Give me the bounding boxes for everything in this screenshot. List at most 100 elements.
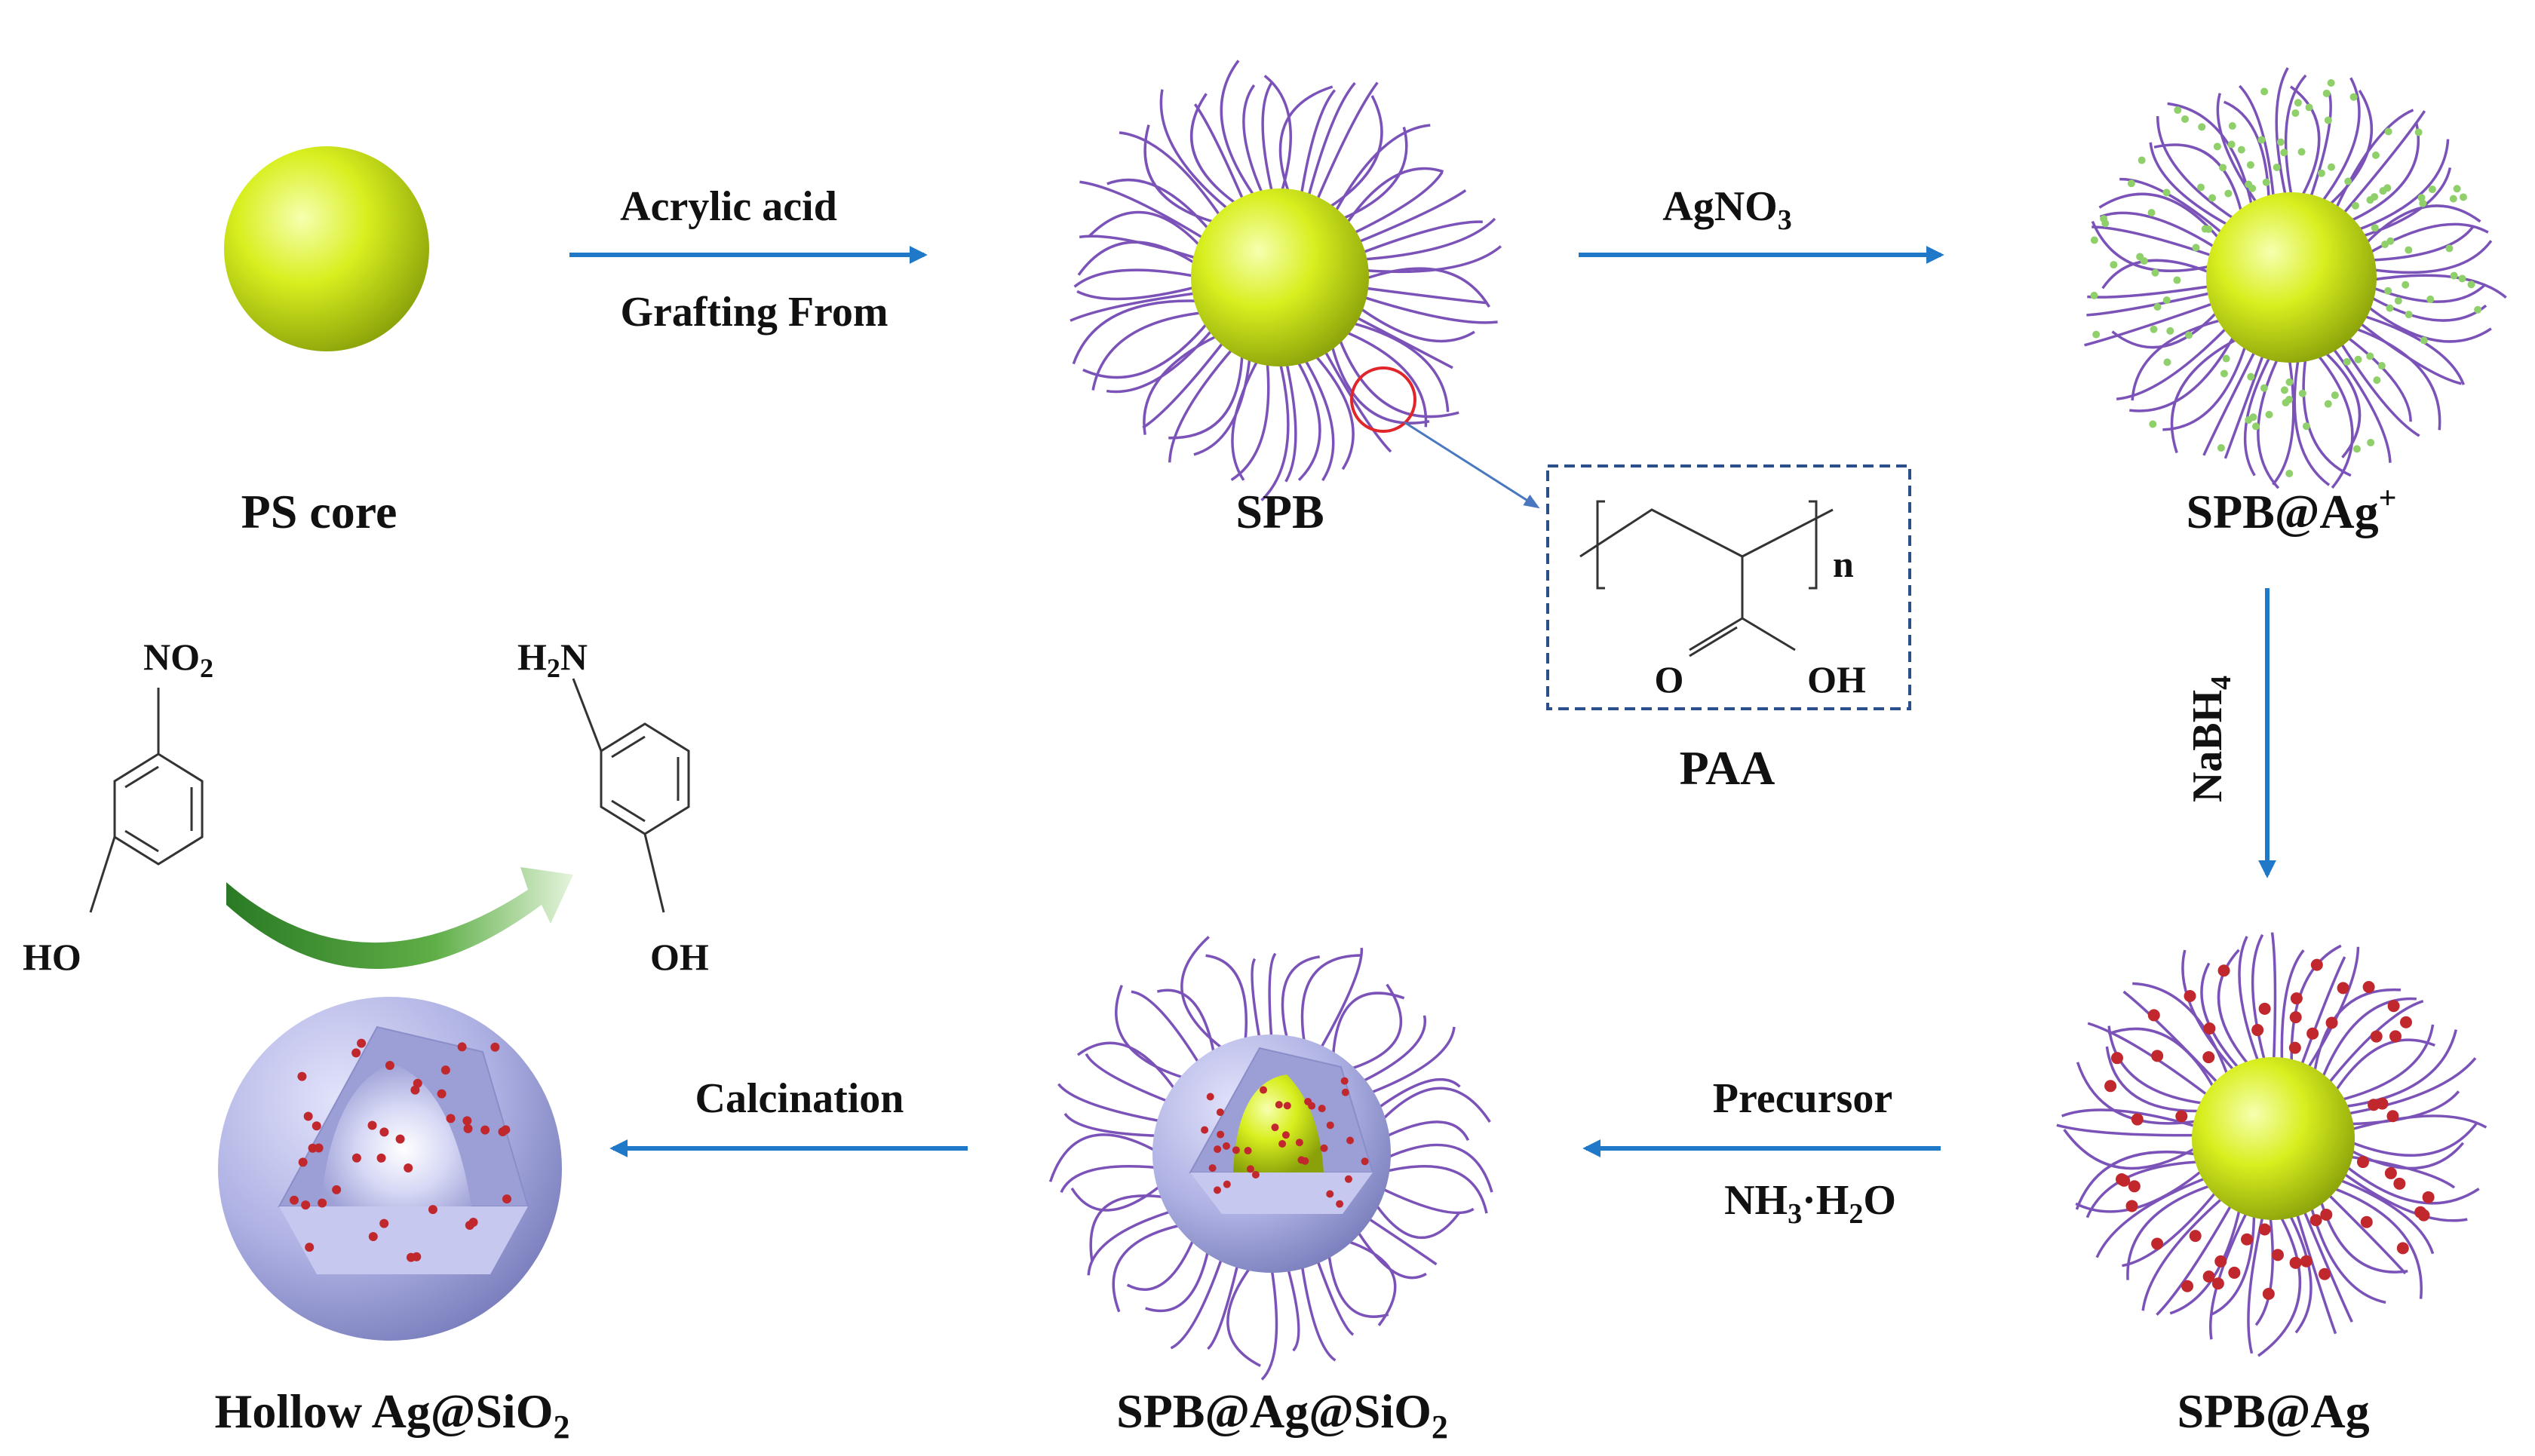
brush-chain [2370, 240, 2493, 274]
particle-dot [2189, 1230, 2202, 1243]
brush-chain [1343, 1239, 1397, 1326]
ag-nanoparticle [318, 1198, 327, 1208]
particle-dot [2163, 358, 2171, 366]
brush-chain [2365, 303, 2492, 343]
ag-nanoparticle [1341, 1088, 1349, 1096]
ag-ion-dots [2090, 79, 2482, 477]
ps-core-sphere [224, 146, 429, 351]
brush-chain [2202, 348, 2257, 456]
particle-dot [2192, 244, 2200, 252]
brush-chain [1261, 82, 1275, 195]
particle-dot [2127, 179, 2135, 188]
paa-hydroxyl: OH [1807, 658, 1866, 700]
brush-chain [1339, 127, 1408, 222]
spb-core-sphere [1191, 189, 1369, 366]
particle-dot [2100, 215, 2108, 223]
brush-chain [1300, 954, 1361, 1046]
ag-nanoparticle [1214, 1145, 1222, 1154]
ag-nanoparticle [1244, 1147, 1252, 1155]
ag-nanoparticle [1281, 1131, 1290, 1139]
particle-dot [2249, 413, 2257, 421]
ag-nanoparticle [1346, 1136, 1355, 1145]
brush-chain [2156, 116, 2238, 222]
aminophenol-hydroxyl-label: OH [650, 936, 709, 978]
step4-top-label: Precursor [1713, 1075, 1892, 1122]
polymer-brush-spb [1070, 60, 1502, 501]
brush-chain [2347, 1090, 2460, 1126]
ag-nanoparticle [1318, 1105, 1326, 1113]
brush-chain [2289, 85, 2321, 200]
brush-chain [1295, 357, 1321, 481]
particle-dot [2370, 1030, 2383, 1043]
particle-dot [2405, 311, 2413, 319]
brush-chain [2247, 1212, 2265, 1354]
particle-dot [2290, 992, 2303, 1005]
brush-chain [2326, 89, 2374, 208]
nitro-group-label: NO2 [143, 636, 213, 683]
brush-chain [1379, 1186, 1475, 1215]
brush-chain [2301, 1207, 2353, 1323]
brush-chain [1330, 342, 1430, 425]
particle-dot [2414, 128, 2423, 136]
catalysis-curved-arrow [226, 867, 573, 969]
step4-bottom-c: O [1863, 1177, 1896, 1224]
particle-dot [2202, 1271, 2215, 1283]
particle-dot [2251, 1024, 2264, 1037]
spb-label: SPB [1235, 485, 1324, 538]
brush-chain [2257, 354, 2281, 489]
step2-label: AgNO3 [1662, 183, 1791, 236]
ps-core-label: PS core [241, 485, 397, 538]
ag-nanoparticle [1304, 1097, 1312, 1105]
brush-chain [1268, 952, 1277, 1041]
particle-dot [2174, 106, 2182, 115]
step1-bottom-label: Grafting From [620, 289, 888, 336]
brush-chain [2156, 1201, 2234, 1317]
brush-chain [1126, 1236, 1196, 1291]
particle-dot [2386, 1110, 2399, 1123]
ag-nanoparticle [1213, 1186, 1221, 1194]
ag-nanoparticles-hollow [290, 1038, 511, 1262]
particle-dot [2260, 384, 2268, 392]
particle-dot [2273, 163, 2281, 171]
brush-chain [2352, 326, 2441, 431]
brush-chain [2216, 93, 2260, 207]
brush-chain [1302, 356, 1335, 482]
brush-chain [2095, 1176, 2209, 1258]
brush-chain [2340, 1170, 2468, 1222]
brush-chain [1357, 305, 1475, 343]
particle-dot [2214, 1255, 2227, 1267]
brush-chain [1362, 267, 1491, 308]
brush-chain [2344, 1057, 2477, 1116]
particle-dot [2131, 1113, 2144, 1126]
particle-dot [2405, 246, 2413, 254]
brush-chain [1327, 1251, 1389, 1318]
brush-chain [2129, 333, 2237, 412]
brush-chain [2347, 123, 2420, 224]
particle-dot [2384, 1166, 2397, 1179]
brush-chain [1286, 1265, 1300, 1352]
brush-chain [1355, 189, 1467, 245]
paa-structure [1579, 500, 1834, 657]
ag-nanoparticle [413, 1078, 422, 1088]
brush-chain [1079, 180, 1207, 241]
ag-nanoparticle [1295, 1139, 1303, 1147]
particle-dot [2302, 422, 2310, 431]
brush-chain [2170, 336, 2241, 454]
brush-chain [1242, 84, 1265, 197]
brush-chain [1260, 1266, 1278, 1381]
brush-chain [2293, 356, 2331, 486]
particle-dot [2173, 276, 2181, 284]
brush-chain [1343, 330, 1428, 428]
brush-chain [2107, 1027, 2217, 1092]
brush-chain [1070, 1182, 1164, 1212]
particle-dot [2162, 296, 2171, 305]
particle-dot [2219, 164, 2227, 172]
particle-dot [2445, 244, 2454, 253]
spb-ag-core-sphere [2192, 1057, 2355, 1220]
brush-chain [1361, 286, 1487, 305]
brush-chain [2087, 1022, 2211, 1099]
brush-chain [1358, 1015, 1427, 1084]
brush-chain [2239, 84, 2276, 201]
particle-dot [2371, 224, 2379, 232]
particle-dot [2399, 1016, 2412, 1028]
